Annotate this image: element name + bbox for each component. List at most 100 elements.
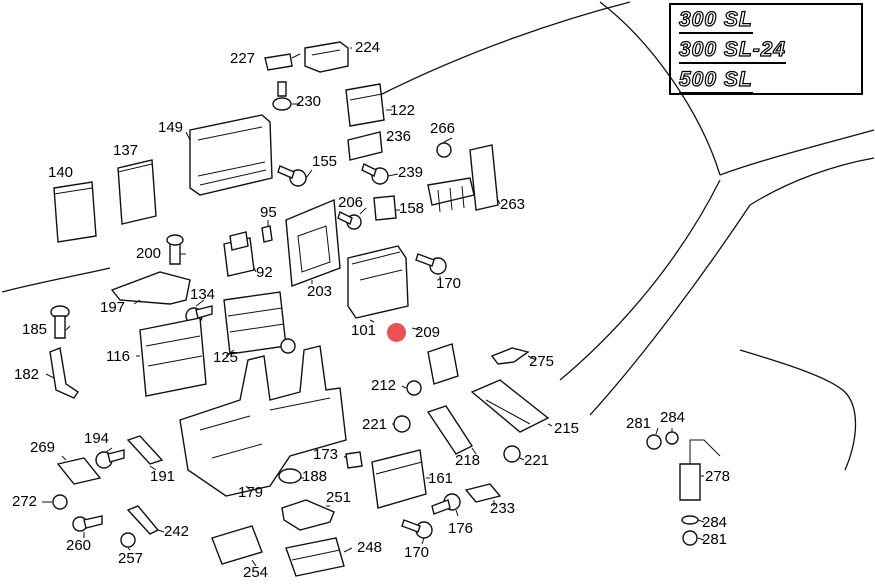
part-155 xyxy=(277,165,307,187)
label-272[interactable]: 272 xyxy=(12,493,38,510)
label-224[interactable]: 224 xyxy=(355,39,381,56)
part-278 xyxy=(679,439,721,501)
label-215[interactable]: 215 xyxy=(554,420,580,437)
label-170b[interactable]: 170 xyxy=(404,544,430,561)
part-254 xyxy=(211,525,263,565)
part-182 xyxy=(49,347,79,399)
part-170b xyxy=(401,519,433,539)
label-101[interactable]: 101 xyxy=(351,322,377,339)
part-185 xyxy=(50,305,70,339)
part-221a xyxy=(393,415,411,433)
part-203 xyxy=(285,198,341,287)
part-206 xyxy=(337,211,362,230)
label-191[interactable]: 191 xyxy=(150,468,176,485)
label-170a[interactable]: 170 xyxy=(436,275,462,292)
label-188[interactable]: 188 xyxy=(302,468,328,485)
label-275[interactable]: 275 xyxy=(529,353,555,370)
label-218[interactable]: 218 xyxy=(455,452,481,469)
label-137[interactable]: 137 xyxy=(113,142,139,159)
part-284a xyxy=(665,431,679,445)
label-227[interactable]: 227 xyxy=(230,50,256,67)
label-278[interactable]: 278 xyxy=(705,468,731,485)
label-158[interactable]: 158 xyxy=(399,200,425,217)
label-179[interactable]: 179 xyxy=(238,484,264,501)
label-140[interactable]: 140 xyxy=(48,164,74,181)
label-95[interactable]: 95 xyxy=(260,204,277,221)
label-176[interactable]: 176 xyxy=(448,520,474,537)
label-248[interactable]: 248 xyxy=(357,539,383,556)
part-230 xyxy=(272,81,292,111)
part-221b xyxy=(503,445,521,463)
part-176 xyxy=(431,493,461,515)
part-281a xyxy=(646,434,662,450)
label-221a[interactable]: 221 xyxy=(362,416,388,433)
part-266 xyxy=(436,142,452,158)
label-200[interactable]: 200 xyxy=(136,245,162,262)
label-155[interactable]: 155 xyxy=(312,153,338,170)
label-281b[interactable]: 281 xyxy=(702,531,728,548)
part-197 xyxy=(110,271,191,305)
label-281a[interactable]: 281 xyxy=(626,415,652,432)
hotspot-marker[interactable] xyxy=(387,323,406,342)
car-body-outline xyxy=(1,1,875,471)
part-170a xyxy=(415,253,447,275)
label-203[interactable]: 203 xyxy=(307,283,333,300)
label-269[interactable]: 269 xyxy=(30,439,56,456)
part-122 xyxy=(345,83,385,127)
label-257[interactable]: 257 xyxy=(118,550,144,567)
label-242[interactable]: 242 xyxy=(164,523,190,540)
label-236[interactable]: 236 xyxy=(386,128,412,145)
label-161[interactable]: 161 xyxy=(428,470,454,487)
label-116[interactable]: 116 xyxy=(106,348,130,365)
label-149[interactable]: 149 xyxy=(158,119,184,136)
model-badge-300sl-24: 300 SL-24 xyxy=(678,38,787,64)
label-125[interactable]: 125 xyxy=(213,349,239,366)
label-209[interactable]: 209 xyxy=(415,324,441,341)
label-206[interactable]: 206 xyxy=(338,194,364,211)
part-215 xyxy=(470,379,550,433)
part-269 xyxy=(56,457,102,485)
part-140 xyxy=(53,181,97,243)
label-284b[interactable]: 284 xyxy=(702,514,728,531)
part-92 xyxy=(223,231,255,277)
label-92[interactable]: 92 xyxy=(256,264,273,281)
label-173[interactable]: 173 xyxy=(313,446,339,463)
label-251[interactable]: 251 xyxy=(326,489,352,506)
label-197[interactable]: 197 xyxy=(100,299,126,316)
part-125 xyxy=(223,291,296,355)
label-212[interactable]: 212 xyxy=(371,377,397,394)
label-194[interactable]: 194 xyxy=(84,430,110,447)
part-101 xyxy=(347,245,409,319)
part-191 xyxy=(126,435,164,465)
part-173 xyxy=(345,451,363,469)
part-260 xyxy=(72,515,103,532)
part-236 xyxy=(347,131,383,161)
part-149 xyxy=(189,114,273,196)
part-188 xyxy=(278,468,302,484)
part-137 xyxy=(117,159,157,225)
label-182[interactable]: 182 xyxy=(14,366,40,383)
label-221b[interactable]: 221 xyxy=(524,452,550,469)
part-161 xyxy=(371,449,427,509)
part-257 xyxy=(120,532,136,548)
part-242 xyxy=(126,505,160,535)
label-233[interactable]: 233 xyxy=(490,500,516,517)
part-212 xyxy=(406,380,422,396)
part-194 xyxy=(95,449,125,469)
label-134[interactable]: 134 xyxy=(190,286,216,303)
label-284a[interactable]: 284 xyxy=(660,409,686,426)
part-224 xyxy=(304,41,349,73)
label-239[interactable]: 239 xyxy=(398,164,424,181)
label-230[interactable]: 230 xyxy=(296,93,322,110)
label-263[interactable]: 263 xyxy=(500,196,526,213)
label-260[interactable]: 260 xyxy=(66,537,92,554)
label-185[interactable]: 185 xyxy=(22,321,48,338)
label-266[interactable]: 266 xyxy=(430,120,456,137)
label-254[interactable]: 254 xyxy=(243,564,269,581)
label-122[interactable]: 122 xyxy=(390,102,416,119)
part-263 xyxy=(427,144,499,213)
part-239 xyxy=(361,163,389,185)
part-158 xyxy=(373,195,397,221)
